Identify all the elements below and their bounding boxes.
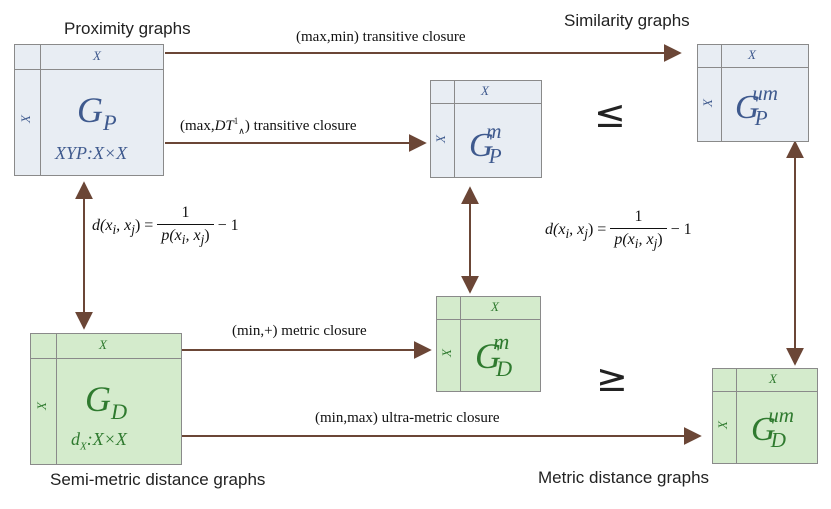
node-gp-header bbox=[15, 45, 163, 70]
node-gd-side bbox=[31, 334, 57, 464]
node-gdm: X X GmD bbox=[436, 296, 541, 392]
edge-label-maxmin: (max,min) transitive closure bbox=[296, 29, 466, 45]
node-gd-axis-top: X bbox=[99, 337, 107, 352]
node-gd: X X GD dX:X×X bbox=[30, 333, 182, 465]
node-gdm-symbol: GmD bbox=[475, 329, 513, 381]
node-gp: X X GP XYP:X×X bbox=[14, 44, 164, 176]
node-gd-symbol: GD bbox=[85, 379, 128, 424]
node-gp-detail: XYP:X×X bbox=[55, 143, 128, 163]
node-gp-axis-side: X bbox=[17, 115, 33, 123]
node-gpum-axis-side: X bbox=[699, 99, 715, 107]
node-gdum-axis-side: X bbox=[714, 421, 730, 429]
node-gdm-side bbox=[437, 297, 461, 391]
node-gd-detail: dX:X×X bbox=[71, 429, 127, 453]
label-proximity-graphs: Proximity graphs bbox=[64, 19, 191, 38]
node-gpm-header bbox=[431, 81, 541, 104]
node-gpm-axis-side: X bbox=[432, 135, 448, 143]
node-gdm-axis-top: X bbox=[491, 299, 499, 314]
edge-label-maxdt: (max,DT1∧) transitive closure bbox=[180, 116, 357, 136]
node-gp-symbol: GP bbox=[77, 90, 117, 135]
node-gdm-axis-side: X bbox=[438, 349, 454, 357]
node-gp-axis-top: X bbox=[93, 48, 101, 63]
node-gd-header bbox=[31, 334, 181, 359]
node-gpm-axis-top: X bbox=[481, 83, 489, 98]
node-gdum-side bbox=[713, 369, 737, 463]
node-gdum-header bbox=[713, 369, 817, 392]
node-gpm-symbol: GmP bbox=[469, 119, 502, 169]
relation-less-equal: ≤ bbox=[594, 92, 626, 136]
node-gpum-side bbox=[698, 45, 722, 141]
node-gdum-symbol: GumD bbox=[751, 403, 794, 453]
edge-label-minplus: (min,+) metric closure bbox=[232, 323, 367, 339]
node-gp-side bbox=[15, 45, 41, 175]
node-gpm-side bbox=[431, 81, 455, 177]
node-gpum-symbol: GumP bbox=[735, 81, 778, 131]
relation-greater-equal: ≥ bbox=[596, 356, 628, 400]
node-gpum-header bbox=[698, 45, 808, 68]
node-gpum-axis-top: X bbox=[748, 47, 756, 62]
label-similarity-graphs: Similarity graphs bbox=[564, 11, 690, 30]
node-gdum: X X GumD bbox=[712, 368, 818, 464]
node-gdm-header bbox=[437, 297, 540, 320]
node-gdum-axis-top: X bbox=[769, 371, 777, 386]
node-gpm: X X GmP bbox=[430, 80, 542, 178]
node-gd-axis-side: X bbox=[33, 402, 49, 410]
node-gpum: X X GumP bbox=[697, 44, 809, 142]
label-semimetric-graphs: Semi-metric distance graphs bbox=[50, 470, 266, 489]
edge-label-minmax: (min,max) ultra-metric closure bbox=[315, 410, 500, 426]
label-metric-graphs: Metric distance graphs bbox=[538, 468, 710, 487]
